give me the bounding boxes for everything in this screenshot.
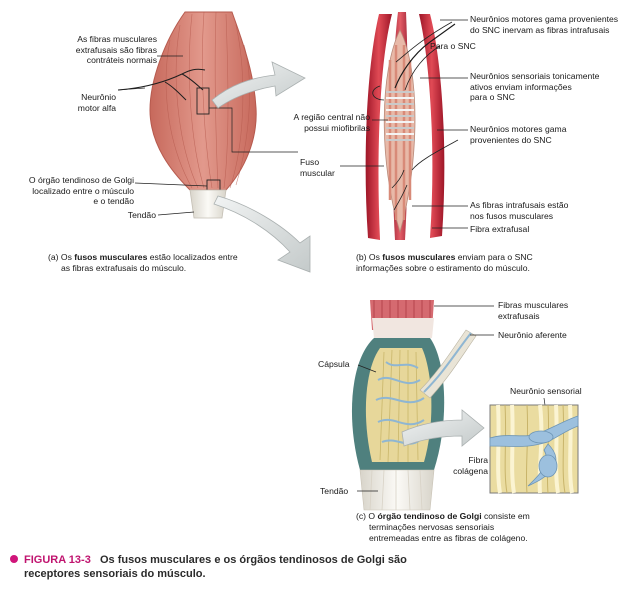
label-tendao-c: Tendão (320, 486, 349, 496)
alpha-motor-neuron-a (117, 68, 206, 101)
label-fibras-intrafusais: As fibras intrafusais estão nos fusos mu… (470, 200, 569, 221)
label-fuso-muscular: Fuso muscular (300, 157, 335, 178)
zoom-arrow-spindle (211, 61, 306, 109)
figure-number: FIGURA 13-3 (24, 554, 91, 566)
golgi-capsule (351, 338, 445, 470)
caption-b: (b) Os fusos musculares enviam para o SN… (356, 252, 533, 273)
caption-c: (c) O órgão tendinoso de Golgi consiste … (356, 511, 530, 543)
muscle-whole (149, 11, 257, 194)
caption-a: (a) Os fusos musculares estão localizado… (48, 252, 238, 273)
label-neuronio-motor-alfa: Neurônio motor alfa (77, 92, 116, 113)
label-neuronios-sensoriais: Neurônios sensoriais tonicamente ativos … (470, 71, 600, 102)
figure-caption: FIGURA 13-3 Os fusos musculares e os órg… (10, 553, 407, 581)
label-motores-gama-1: Neurônios motores gama provenientes do S… (470, 14, 619, 35)
label-fibras-extrafusais: As fibras musculares extrafusais são fib… (75, 34, 157, 65)
label-fibra-extrafusal: Fibra extrafusal (470, 224, 530, 234)
label-para-snc: Para o SNC (430, 41, 476, 51)
tendon-c (359, 469, 435, 511)
afferent-neuron-c (419, 329, 477, 399)
label-regiao-central: A região central não possui miofibrilas (293, 112, 370, 133)
zoom-arrow-detail (401, 409, 485, 447)
figure-title-line1: Os fusos musculares e os órgãos tendinos… (100, 554, 407, 566)
label-neuronio-sensorial: Neurônio sensorial (510, 386, 582, 396)
label-neuronio-aferente: Neurônio aferente (498, 330, 567, 340)
label-fibras-musculares-extrafusais: Fibras musculares extrafusais (498, 300, 569, 321)
tendon-a (189, 189, 227, 219)
label-tendao-a: Tendão (127, 210, 156, 220)
zoom-arrow-golgi (213, 195, 311, 273)
figure-title-line2: receptores sensoriais do músculo. (24, 568, 206, 580)
label-capsula: Cápsula (318, 359, 350, 369)
label-motores-gama-2: Neurônios motores gama provenientes do S… (470, 124, 567, 145)
spindle-capsule (383, 29, 416, 234)
label-fibra-colagena: Fibra colágena (453, 455, 488, 476)
extrafusal-fiber-left (365, 14, 392, 240)
label-orgao-golgi-localizacao: O órgão tendinoso de Golgi localizado en… (28, 175, 134, 206)
extrafusal-fiber-right (419, 14, 445, 238)
golgi-detail-box (489, 404, 579, 494)
bullet-icon (10, 555, 18, 563)
extrafusal-fibers-c (370, 300, 434, 338)
